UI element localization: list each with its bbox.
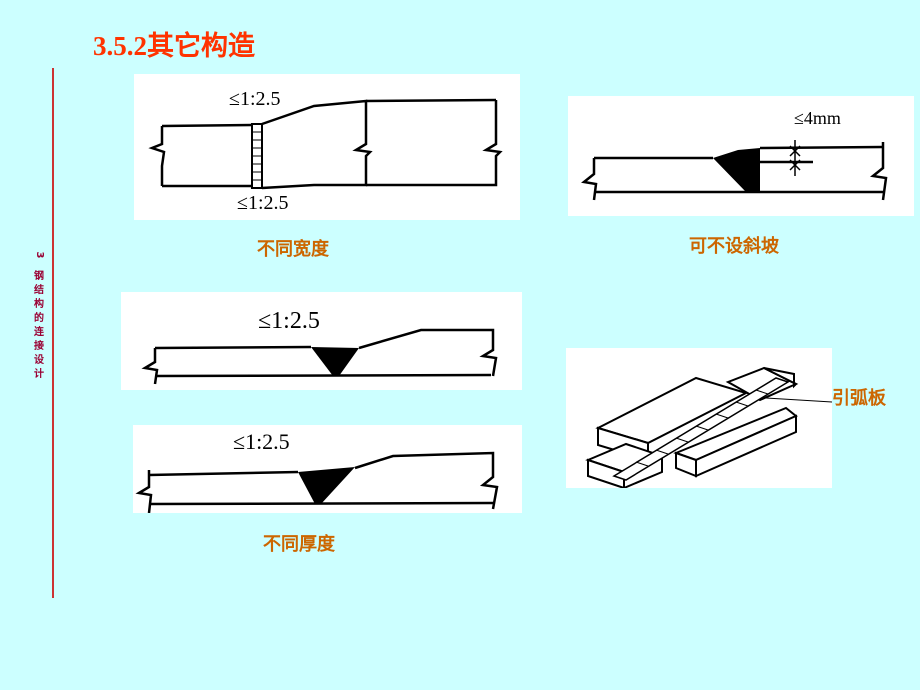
chapter-char: 的 [34, 313, 44, 324]
thickness-change-1-drawing [141, 328, 498, 385]
max-offset-label: ≤4mm [794, 108, 841, 128]
bottom-slope-label: ≤1:2.5 [237, 192, 289, 214]
caption-different-thickness: 不同厚度 [263, 534, 335, 555]
chapter-char: 接 [34, 341, 44, 352]
chapter-char: 构 [34, 299, 44, 310]
arc-plate-drawing [585, 366, 832, 488]
top-slope-label: ≤1:2.5 [229, 88, 281, 110]
chapter-char: 计 [34, 369, 44, 380]
slope-label: ≤1:2.5 [233, 429, 290, 454]
chapter-char: 钢 [34, 271, 44, 282]
slide-title: 3.5.2其它构造 [93, 31, 255, 61]
thickness-change-2-drawing [135, 451, 499, 513]
caption-no-slope: 可不设斜坡 [689, 236, 779, 257]
chapter-number: 3 [34, 251, 45, 259]
slope-label: ≤1:2.5 [258, 308, 320, 334]
figure-width-change: ≤1:2.5 ≤1:2.5 [134, 74, 520, 220]
chapter-char: 设 [34, 355, 44, 366]
sidebar-chapter-label: 3 钢 结 构 的 连 接 设 计 [31, 248, 47, 382]
chapter-char: 连 [34, 327, 44, 338]
caption-different-width: 不同宽度 [257, 239, 329, 260]
no-slope-drawing [581, 140, 888, 201]
width-change-drawing [148, 98, 503, 190]
figure-no-slope: ≤4mm [568, 96, 914, 216]
figure-thickness-change-1: ≤1:2.5 [121, 292, 522, 390]
figure-thickness-change-2: ≤1:2.5 [133, 425, 522, 513]
chapter-char: 结 [34, 285, 44, 296]
callout-arc-plate: 引弧板 [832, 388, 886, 409]
figure-arc-plate [566, 348, 832, 488]
sidebar-divider-line [52, 68, 54, 598]
